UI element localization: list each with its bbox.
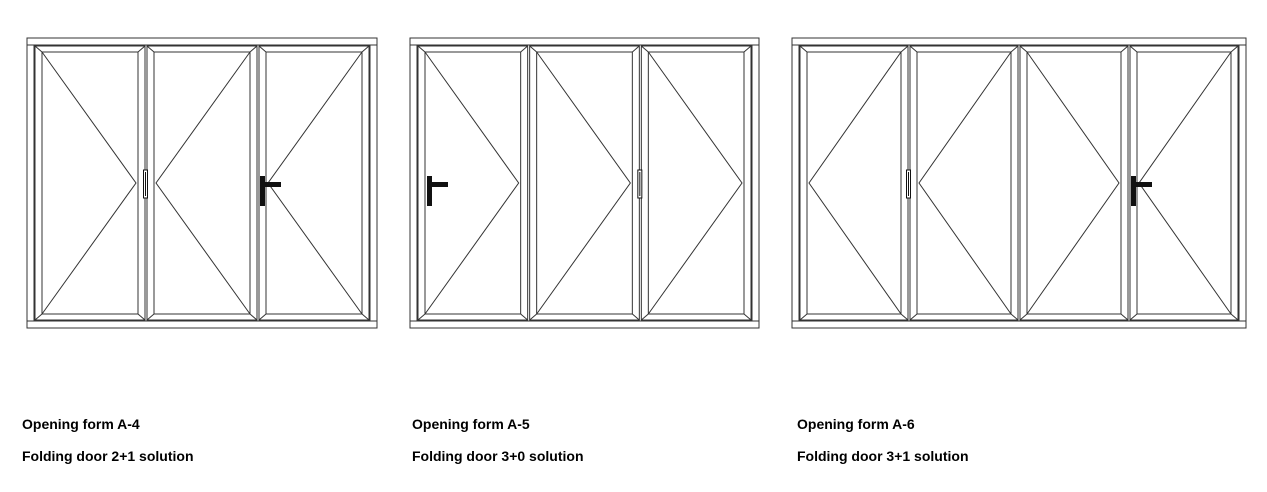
miter: [361, 313, 370, 321]
caption-title-a5: Opening form A-5: [412, 416, 530, 432]
miter: [799, 45, 808, 53]
outer-frame: [409, 37, 760, 329]
miter: [1010, 313, 1019, 321]
opening-direction-left: [808, 51, 902, 315]
miter: [249, 313, 258, 321]
miter: [1010, 45, 1019, 53]
opening-direction-right: [536, 51, 631, 315]
door-handle-icon: [1131, 176, 1152, 206]
panel-glass: [647, 51, 745, 315]
miter: [146, 313, 155, 321]
caption-title-a6: Opening form A-6: [797, 416, 915, 432]
opening-direction-left: [1138, 51, 1232, 315]
panel-glass: [536, 51, 633, 315]
miter: [632, 45, 640, 53]
handle-plate: [1131, 176, 1136, 206]
panel-glass: [1026, 51, 1122, 315]
miter: [900, 313, 909, 321]
panel-glass: [41, 51, 139, 315]
miter: [258, 313, 267, 321]
panel-sash: [529, 45, 640, 321]
panel-glass: [916, 51, 1012, 315]
opening-direction-right: [1026, 51, 1120, 315]
miter: [909, 313, 918, 321]
panel-glass: [424, 51, 522, 315]
outer-frame: [791, 37, 1247, 329]
miter: [146, 45, 155, 53]
miter: [743, 45, 752, 53]
miter: [799, 313, 808, 321]
panel-sash: [417, 45, 529, 321]
miter: [1019, 45, 1028, 53]
miter: [529, 45, 537, 53]
panel-sash: [1129, 45, 1239, 321]
panel-sash: [34, 45, 146, 321]
miter: [632, 313, 640, 321]
miter: [1230, 313, 1239, 321]
miter: [137, 313, 146, 321]
opening-direction-left: [267, 51, 363, 315]
panel-glass: [806, 51, 902, 315]
opening-direction-right: [647, 51, 743, 315]
caption-title-a4: Opening form A-4: [22, 416, 140, 432]
miter: [249, 45, 258, 53]
panel-sash: [146, 45, 258, 321]
miter: [520, 45, 528, 53]
panel-sash: [799, 45, 909, 321]
panel-glass: [153, 51, 251, 315]
panel-sash: [258, 45, 370, 321]
door-handle-icon: [427, 176, 448, 206]
miter: [520, 313, 528, 321]
outer-frame: [26, 37, 378, 329]
panel-sash: [909, 45, 1019, 321]
panel-sash: [640, 45, 752, 321]
miter: [361, 45, 370, 53]
opening-direction-right: [41, 51, 137, 315]
miter: [641, 45, 649, 53]
miter: [909, 45, 918, 53]
handle-plate: [260, 176, 265, 206]
miter: [417, 45, 426, 53]
miter: [1019, 313, 1028, 321]
opening-direction-left: [918, 51, 1012, 315]
miter: [34, 313, 43, 321]
miter: [417, 313, 426, 321]
miter: [743, 313, 752, 321]
panel-sash: [1019, 45, 1129, 321]
opening-direction-right: [424, 51, 520, 315]
miter: [529, 313, 537, 321]
opening-direction-left: [155, 51, 251, 315]
miter: [641, 313, 649, 321]
miter: [1120, 313, 1129, 321]
handle-plate: [427, 176, 432, 206]
door-handle-icon: [260, 176, 281, 206]
miter: [34, 45, 43, 53]
miter: [1120, 45, 1129, 53]
caption-subtitle-a5: Folding door 3+0 solution: [412, 448, 584, 464]
handle-lever: [265, 182, 281, 187]
miter: [137, 45, 146, 53]
caption-subtitle-a4: Folding door 2+1 solution: [22, 448, 194, 464]
miter: [1230, 45, 1239, 53]
handle-lever: [432, 182, 448, 187]
door-5: [409, 37, 760, 329]
miter: [1129, 45, 1138, 53]
door-6: [791, 37, 1247, 329]
door-4: [26, 37, 378, 329]
miter: [900, 45, 909, 53]
caption-subtitle-a6: Folding door 3+1 solution: [797, 448, 969, 464]
handle-lever: [1136, 182, 1152, 187]
miter: [258, 45, 267, 53]
miter: [1129, 313, 1138, 321]
